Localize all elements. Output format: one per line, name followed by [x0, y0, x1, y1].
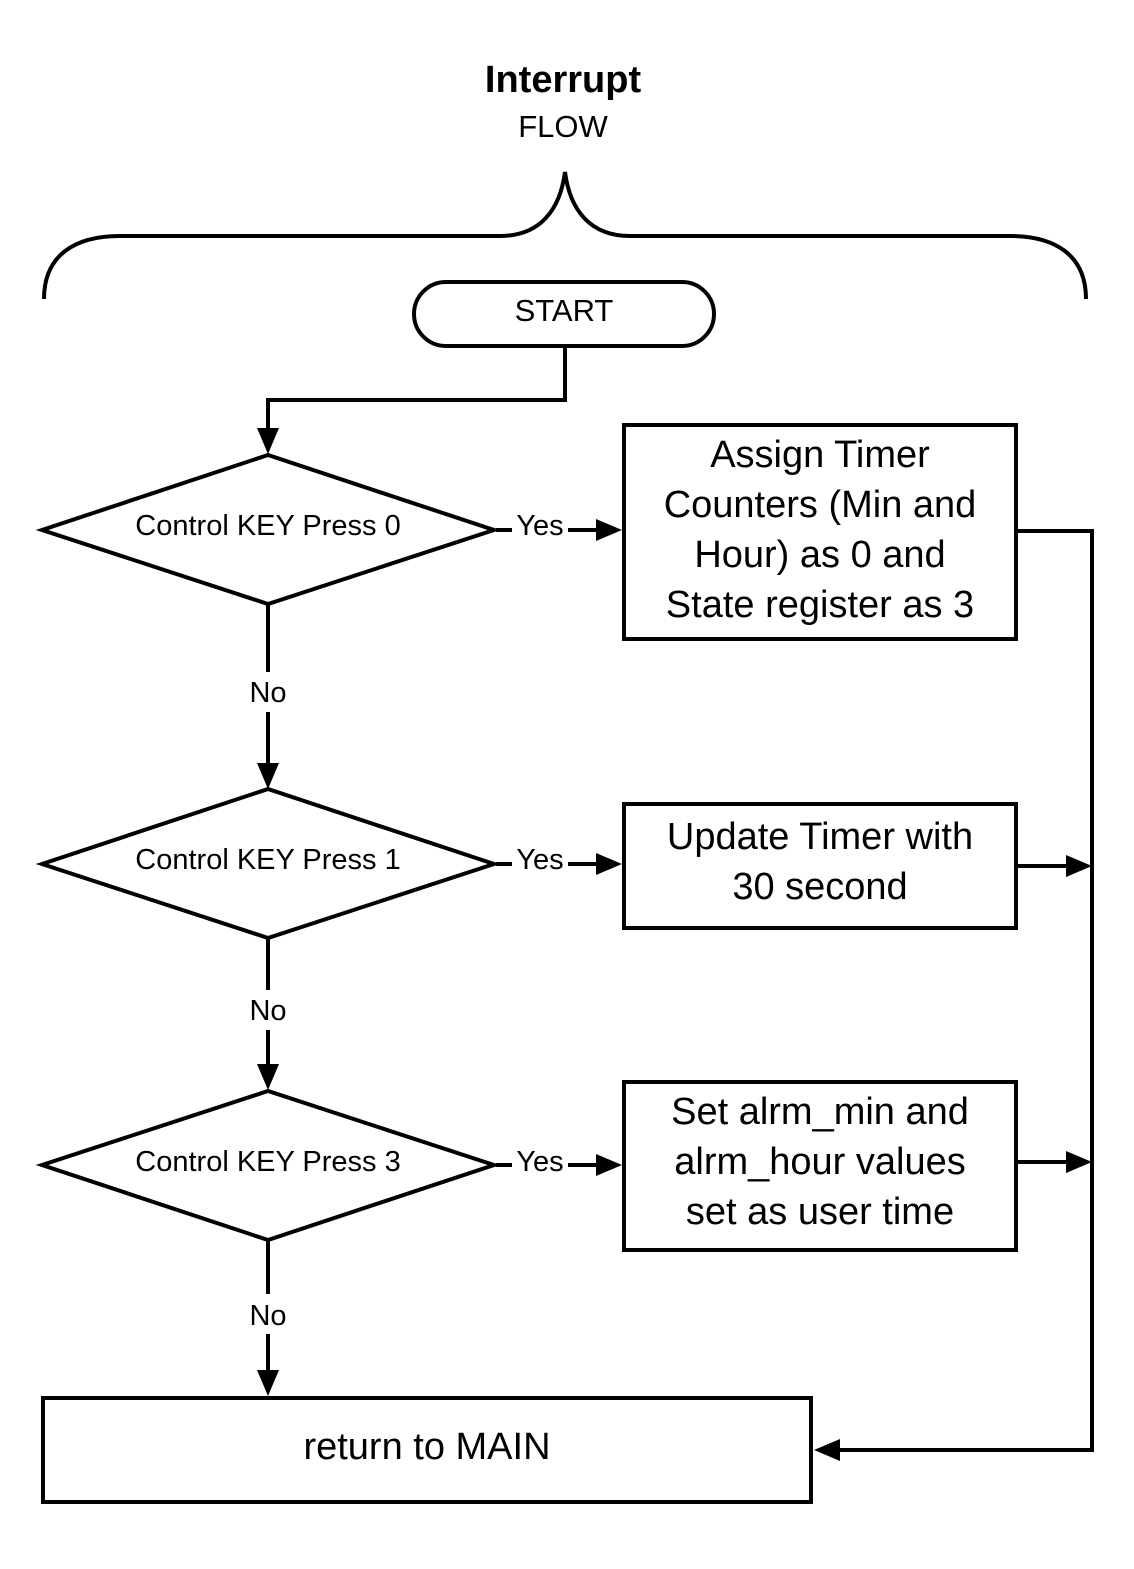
process-line: Update Timer with — [667, 816, 973, 858]
arrowhead — [596, 519, 622, 541]
process-line: set as user time — [686, 1191, 954, 1233]
arrowhead — [596, 853, 622, 875]
process-line: Hour) as 0 and — [694, 534, 945, 576]
decision-key-0 — [35, 452, 501, 607]
arrowhead — [596, 1154, 622, 1176]
arrowhead — [1066, 1151, 1092, 1173]
diagram-subtitle: FLOW — [518, 109, 608, 144]
curly-brace — [42, 171, 1088, 300]
process-assign-timer — [622, 423, 1018, 641]
decision-key-3 — [35, 1088, 501, 1243]
process-line: State register as 3 — [666, 584, 974, 626]
arrowhead — [257, 1064, 279, 1090]
decision-label: Control KEY Press 3 — [135, 1146, 400, 1178]
arrowhead — [814, 1439, 840, 1461]
yes-label: Yes — [516, 1146, 563, 1178]
yes-label: Yes — [516, 844, 563, 876]
no-label: No — [249, 995, 286, 1027]
arrowhead — [257, 763, 279, 789]
end-label: return to MAIN — [303, 1426, 550, 1468]
start-label: START — [515, 293, 614, 328]
arrowhead — [1066, 855, 1092, 877]
process-set-alarm — [622, 1080, 1018, 1252]
process-line: Set alrm_min and — [671, 1091, 969, 1133]
yes-label: Yes — [516, 510, 563, 542]
process-line: alrm_hour values — [674, 1141, 965, 1183]
end-return-box — [41, 1396, 813, 1504]
start-terminal — [412, 280, 716, 348]
decision-label: Control KEY Press 0 — [135, 510, 400, 542]
process-line: 30 second — [732, 866, 907, 908]
diagram-title: Interrupt — [485, 59, 642, 101]
connector-start-to-decision-0 — [266, 346, 567, 428]
process-update-timer — [622, 802, 1018, 930]
process-line: Assign Timer — [710, 434, 930, 476]
process-line: Counters (Min and — [664, 484, 977, 526]
no-label: No — [249, 1300, 286, 1332]
connector-return-path — [840, 529, 1094, 1452]
decision-key-1 — [35, 786, 501, 941]
no-label: No — [249, 677, 286, 709]
decision-label: Control KEY Press 1 — [135, 844, 400, 876]
arrowhead — [257, 1370, 279, 1396]
arrowhead — [257, 428, 279, 454]
